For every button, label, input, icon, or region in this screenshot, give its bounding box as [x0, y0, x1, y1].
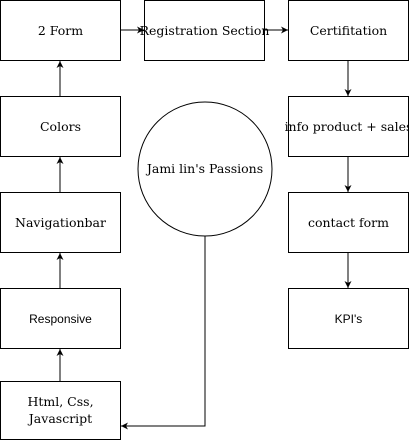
node-kpis-label: KPI's [335, 312, 363, 326]
node-passions-circle [137, 101, 273, 237]
node-responsive-label: Responsive [29, 312, 92, 326]
node-colors-box [0, 96, 121, 157]
node-responsive[interactable]: Responsive [0, 288, 121, 349]
node-passions-label: Jami lin's Passions [145, 161, 263, 176]
node-navigationbar-box [0, 192, 121, 253]
node-contact-form[interactable]: contact form [288, 192, 409, 253]
node-contact-form-label: contact form [308, 215, 389, 230]
node-form[interactable]: 2 Form [0, 0, 121, 61]
node-registration[interactable]: Registration Section [140, 0, 270, 61]
node-info-product-box [288, 96, 409, 157]
node-kpis-box [288, 288, 409, 349]
node-contact-form-box [288, 192, 409, 253]
node-certification-label: Certifitation [310, 23, 387, 38]
edges [56, 26, 352, 430]
node-registration-box [144, 0, 265, 61]
node-info-product[interactable]: info product + sales [285, 96, 409, 157]
node-colors-label: Colors [40, 119, 81, 134]
node-certification[interactable]: Certifitation [288, 0, 409, 61]
node-responsive-box [0, 288, 121, 349]
node-info-product-label: info product + sales [285, 119, 409, 134]
node-form-box [0, 0, 121, 61]
node-passions[interactable]: Jami lin's Passions [137, 101, 273, 237]
node-certification-box [288, 0, 409, 61]
node-registration-label: Registration Section [140, 23, 270, 38]
node-html-css-js-line1: Html, Css, [27, 394, 93, 409]
node-form-label: 2 Form [38, 23, 83, 38]
node-navigationbar-label: Navigationbar [15, 215, 106, 230]
node-html-css-js[interactable]: Html, Css, Javascript [0, 381, 121, 440]
node-html-css-js-box [0, 381, 121, 440]
node-colors[interactable]: Colors [0, 96, 121, 157]
node-kpis[interactable]: KPI's [288, 288, 409, 349]
edge-passions-to-html [121, 236, 206, 430]
node-navigationbar[interactable]: Navigationbar [0, 192, 121, 253]
node-html-css-js-line2: Javascript [27, 411, 92, 426]
